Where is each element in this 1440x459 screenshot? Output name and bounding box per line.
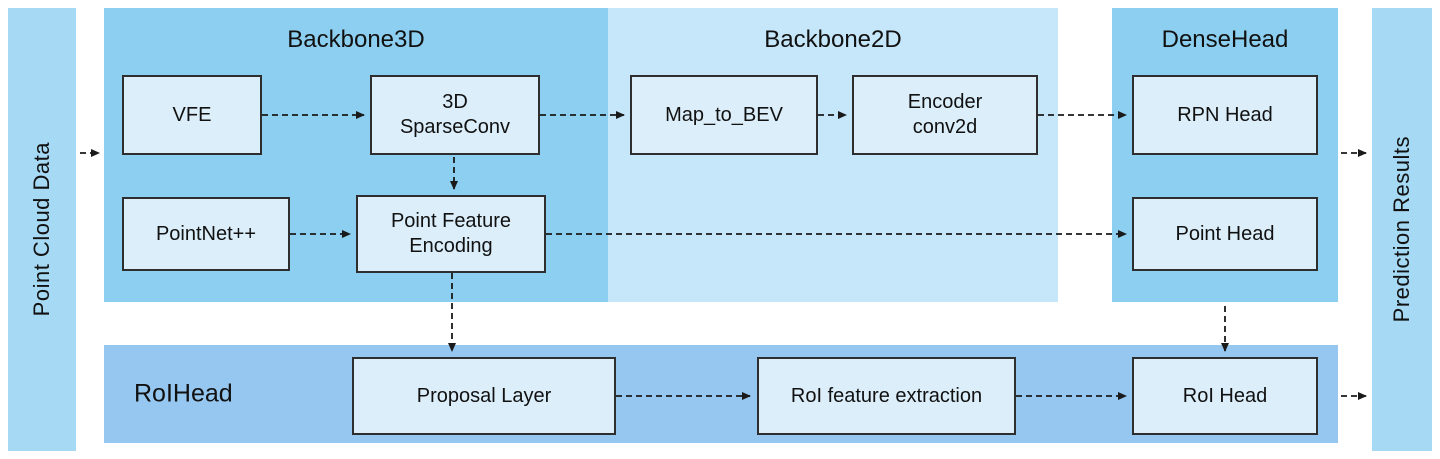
point-cloud-data-bar: Point Cloud Data xyxy=(8,8,76,451)
pointnet-node: PointNet++ xyxy=(122,197,290,271)
proposal-layer-node: Proposal Layer xyxy=(352,357,616,435)
point-cloud-data-label: Point Cloud Data xyxy=(29,142,54,317)
rpn-head-node: RPN Head xyxy=(1132,75,1318,155)
densehead-title: DenseHead xyxy=(1161,26,1289,53)
point-head-node: Point Head xyxy=(1132,197,1318,271)
roihead-title: RoIHead xyxy=(134,379,233,408)
backbone3d-title: Backbone3D xyxy=(287,26,425,53)
map-to-bev-node: Map_to_BEV xyxy=(630,75,818,155)
backbone2d-region: Backbone2D xyxy=(608,8,1058,302)
vfe-node: VFE xyxy=(122,75,262,155)
sparseconv3d-node: 3D SparseConv xyxy=(370,75,540,155)
backbone2d-title: Backbone2D xyxy=(764,26,902,53)
prediction-results-bar: Prediction Results xyxy=(1372,8,1432,451)
roi-head-node: RoI Head xyxy=(1132,357,1318,435)
encoder-conv2d-node: Encoder conv2d xyxy=(852,75,1038,155)
roi-feature-extraction-node: RoI feature extraction xyxy=(757,357,1016,435)
point-feature-encoding-node: Point Feature Encoding xyxy=(356,195,546,273)
prediction-results-label: Prediction Results xyxy=(1389,136,1414,323)
